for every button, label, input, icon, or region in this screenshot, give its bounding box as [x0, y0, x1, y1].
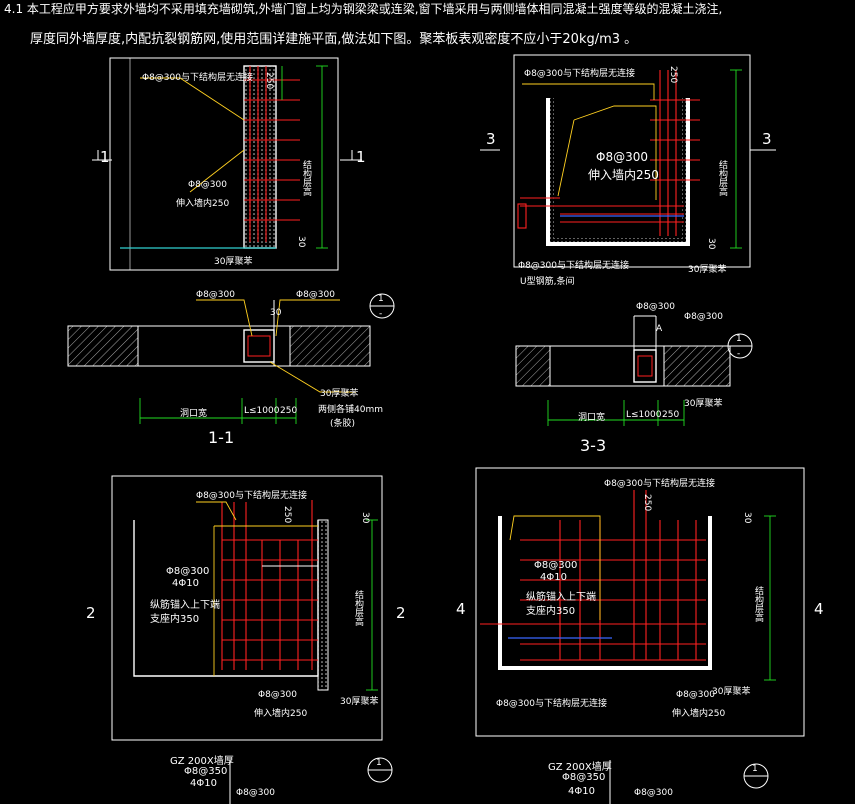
d4-phi8-bottom: Φ8@300: [676, 690, 715, 700]
s33-phi8-right: Φ8@300: [684, 312, 723, 322]
d2-rebar-note: Φ8@300与下结构层无连接: [196, 491, 307, 501]
b1-phi8-350: Φ8@350: [184, 766, 228, 777]
d3-phi8: Φ8@300: [596, 150, 648, 164]
d3-rebar-note-2: Φ8@300与下结构层无连接: [518, 261, 629, 271]
d4-anchor-a: 纵筋锚入上下端: [526, 592, 596, 603]
d4-section-right: 4: [814, 600, 824, 618]
b2-gz: GZ 200X墙厚: [548, 762, 612, 773]
d4-foam: 30厚聚苯: [712, 687, 751, 697]
d4-rebar-note-2: Φ8@300与下结构层无连接: [496, 699, 607, 709]
d3-foam: 30厚聚苯: [688, 265, 727, 275]
d1-foam: 30厚聚苯: [214, 257, 253, 267]
d2-phi8: Φ8@300: [166, 566, 210, 577]
d4-dim-30: 30: [742, 512, 752, 524]
s11-dim-250: 250: [280, 406, 298, 416]
d4-section-left: 4: [456, 600, 466, 618]
detail-4-elevation: [475, 467, 805, 737]
d3-struct-height: 结构层高: [717, 160, 727, 196]
note-line-1: 4.1 本工程应甲方要求外墙均不采用填充墙砌筑,外墙门窗上均为钢梁梁或连梁,窗下…: [4, 2, 723, 16]
d4-struct-height: 结构层高: [753, 586, 763, 622]
d2-section-left: 2: [86, 604, 96, 622]
d2-dim-250: 250: [282, 506, 292, 524]
s11-circle-sub: -: [379, 309, 383, 319]
d3-u-bar: U型钢筋,条间: [520, 277, 575, 287]
d1-struct-height: 结构层高: [301, 160, 311, 196]
s33-a: A: [656, 324, 663, 334]
d4-phi8: Φ8@300: [534, 560, 578, 571]
s33-title: 3-3: [580, 436, 607, 455]
s11-dim-30: 30: [270, 308, 282, 318]
d3-embed: 伸入墙内250: [588, 168, 659, 182]
d3-rebar-note: Φ8@300与下结构层无连接: [524, 69, 635, 79]
d3-section-left: 3: [486, 130, 496, 148]
d2-struct-height: 结构层高: [353, 590, 363, 626]
detail-1-wall: [243, 65, 277, 249]
detail-1-rebars: [244, 66, 300, 242]
s33-opening: 洞口宽: [578, 413, 606, 423]
d1-dim-250: 250: [264, 72, 274, 90]
d2-foam: 30厚聚苯: [340, 697, 379, 707]
detail-2-elevation: [111, 475, 383, 741]
s33-circle-sub: -: [737, 349, 741, 359]
d4-embed: 伸入墙内250: [672, 709, 726, 719]
d4-dim-250: 250: [642, 494, 652, 512]
s11-phi8-right: Φ8@300: [296, 290, 335, 300]
d2-embed: 伸入墙内250: [254, 709, 308, 719]
s33-foam: 30厚聚苯: [684, 399, 723, 409]
s33-circle-num: 1: [736, 334, 742, 344]
s11-phi8-left: Φ8@300: [196, 290, 235, 300]
s11-two-layer: 两侧各铺40mm: [318, 405, 383, 415]
s11-l1000: L≤1000: [244, 406, 280, 416]
s33-phi8-top: Φ8@300: [636, 302, 675, 312]
detail-3-elevation: [480, 54, 776, 268]
d2-phi8-bottom: Φ8@300: [258, 690, 297, 700]
d1-section-left: 1: [100, 148, 110, 166]
s33-l1000: L≤1000: [626, 410, 662, 420]
d2-anchor-b: 支座内350: [150, 614, 200, 625]
b2-circle-num: 1: [752, 764, 758, 774]
b2-4phi10: 4Φ10: [568, 786, 595, 797]
d3-section-right: 3: [762, 130, 772, 148]
b1-gz: GZ 200X墙厚: [170, 756, 234, 767]
s11-ribbon: (条胶): [330, 419, 356, 429]
detail-1-frame: [109, 57, 339, 271]
d2-section-right: 2: [396, 604, 406, 622]
s11-foam: 30厚聚苯: [320, 389, 359, 399]
note-line-2: 厚度同外墙厚度,内配抗裂钢筋网,使用范围详建施平面,做法如下图。聚苯板表观密度不…: [30, 32, 638, 47]
s11-title: 1-1: [208, 428, 235, 447]
b1-4phi10: 4Φ10: [190, 778, 217, 789]
d1-phi8: Φ8@300: [188, 180, 227, 190]
section-3-3: [515, 315, 753, 426]
section-1-1: [67, 293, 395, 424]
d2-dim-30: 30: [360, 512, 370, 524]
d1-dim-30: 30: [296, 236, 306, 248]
s11-circle-num: 1: [378, 294, 384, 304]
b1-phi8: Φ8@300: [236, 788, 275, 798]
b1-circle-num: 1: [376, 758, 382, 768]
s33-dim-250: 250: [662, 410, 680, 420]
d3-dim-250: 250: [668, 66, 678, 84]
d3-dim-30: 30: [706, 238, 716, 250]
d1-rebar-note: Φ8@300与下结构层无连接: [142, 73, 253, 83]
d4-rebar-note: Φ8@300与下结构层无连接: [604, 479, 715, 489]
s11-opening: 洞口宽: [180, 409, 208, 419]
b2-phi8: Φ8@300: [634, 788, 673, 798]
d2-anchor-a: 纵筋锚入上下端: [150, 600, 220, 611]
b2-phi8-350: Φ8@350: [562, 772, 606, 783]
d2-4phi10: 4Φ10: [172, 578, 199, 589]
d1-embed: 伸入墙内250: [176, 199, 230, 209]
detail-1-elevation: [92, 57, 362, 271]
d1-section-right: 1: [356, 148, 366, 166]
d4-4phi10: 4Φ10: [540, 572, 567, 583]
d4-anchor-b: 支座内350: [526, 606, 576, 617]
